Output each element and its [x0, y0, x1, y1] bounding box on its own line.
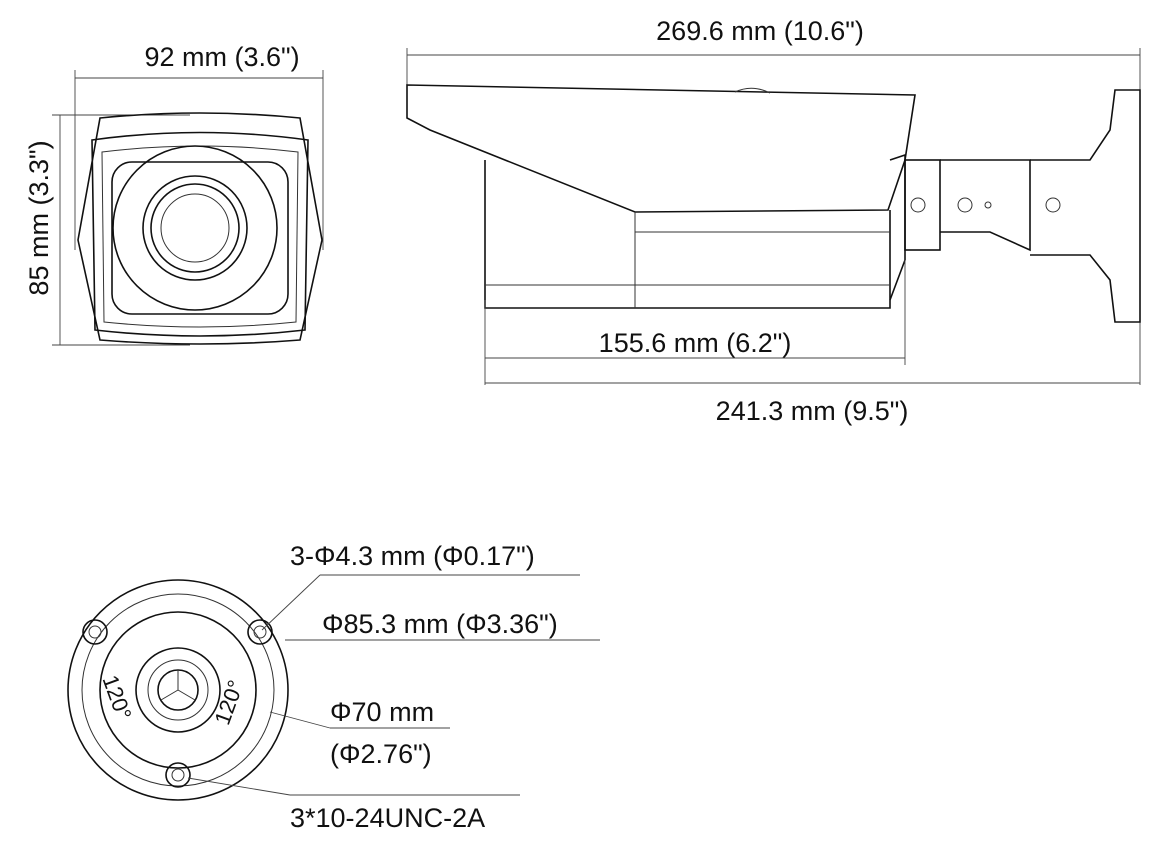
holes-label: 3-Φ4.3 mm (Φ0.17")	[290, 541, 535, 571]
front-height-label: 85 mm (3.3")	[24, 140, 54, 295]
outer-diameter-label: Φ85.3 mm (Φ3.36")	[322, 609, 558, 639]
front-view: 92 mm (3.6") 85 mm (3.3")	[24, 42, 324, 346]
front-width-label: 92 mm (3.6")	[144, 42, 299, 72]
inner-diameter-label: Φ70 mm	[330, 697, 434, 727]
angle-right-label: 120°	[209, 677, 248, 728]
body-length-label: 155.6 mm (6.2")	[599, 328, 792, 358]
side-view: 269.6 mm (10.6") 155.6 mm (6.2") 241.3 m…	[406, 16, 1141, 426]
inner-diameter-inch-label: (Φ2.76")	[330, 739, 432, 769]
housing-length-label: 241.3 mm (9.5")	[716, 396, 909, 426]
thread-label: 3*10-24UNC-2A	[290, 803, 485, 833]
angle-left-label: 120°	[98, 672, 137, 723]
mounting-hole	[247, 619, 273, 645]
mount-base-view: 120° 120° 3-Φ4.3 mm (Φ0.17") Φ85.3 mm (Φ…	[67, 541, 600, 833]
mounting-hole	[165, 762, 191, 788]
mounting-hole	[82, 619, 108, 645]
total-length-label: 269.6 mm (10.6")	[656, 16, 864, 46]
